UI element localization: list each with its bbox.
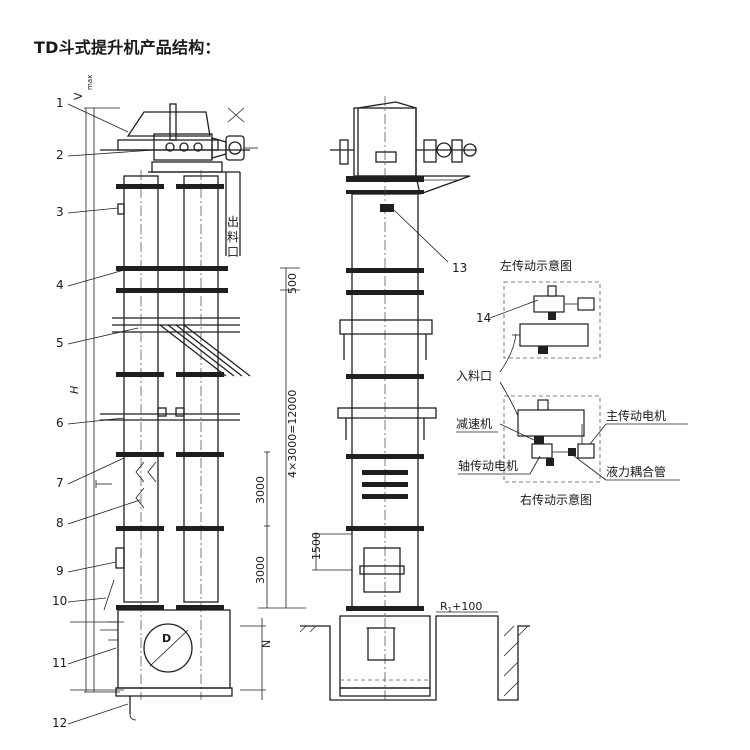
callout-12: 12 xyxy=(52,716,67,730)
reducer-label: 减速机 xyxy=(456,417,492,431)
callout-8: 8 xyxy=(56,516,64,530)
callout-10: 10 xyxy=(52,594,67,608)
inlet-label: 入料口 xyxy=(456,369,492,383)
callout-1: 1 xyxy=(56,96,64,110)
callout-7: 7 xyxy=(56,476,64,490)
shaft-motor-label: 轴传动电机 xyxy=(458,458,518,473)
callout-4: 4 xyxy=(56,278,64,292)
dim-n: N xyxy=(260,640,273,648)
callout-5: 5 xyxy=(56,336,64,350)
page-title: TD斗式提升机产品结构： xyxy=(34,38,221,57)
dim-3000-lower: 3000 xyxy=(254,556,267,584)
fluid-coupling-label: 液力耦合管 xyxy=(606,464,666,479)
dim-3000-upper: 3000 xyxy=(254,476,267,504)
main-motor-label: 主传动电机 xyxy=(606,408,666,423)
callout-6: 6 xyxy=(56,416,64,430)
right-drive-caption: 右传动示意图 xyxy=(520,492,592,507)
drive-schematics: 左传动示意图 14 入料口 减速机 主传动电机 轴传动电机 xyxy=(456,258,688,507)
front-view xyxy=(70,103,306,721)
dim-h: H xyxy=(68,386,81,394)
outlet-label: 出料口 xyxy=(227,215,239,259)
callout-2: 2 xyxy=(56,148,64,162)
dim-500: 500 xyxy=(286,273,299,294)
callout-13: 13 xyxy=(452,261,467,275)
dim-vmax-sub: max xyxy=(86,75,94,90)
dim-1500: 1500 xyxy=(310,532,323,560)
side-view: 1500 R1+100 13 xyxy=(299,96,530,701)
dim-vmax: V xyxy=(72,92,85,100)
callout-3: 3 xyxy=(56,205,64,219)
dim-d: D xyxy=(162,632,171,645)
left-drive-caption: 左传动示意图 xyxy=(500,258,572,273)
dim-r1: R1+100 xyxy=(440,600,482,614)
callouts-left: 1 2 3 4 5 6 7 8 9 10 11 12 xyxy=(52,96,155,730)
dim-12000: 4×3000=12000 xyxy=(286,390,299,478)
front-view-labels: V max H D N 500 4×3000=12000 3000 3000 出… xyxy=(68,75,299,648)
callout-14: 14 xyxy=(476,311,491,325)
callout-11: 11 xyxy=(52,656,67,670)
callout-9: 9 xyxy=(56,564,64,578)
casing-flanges xyxy=(116,184,228,610)
